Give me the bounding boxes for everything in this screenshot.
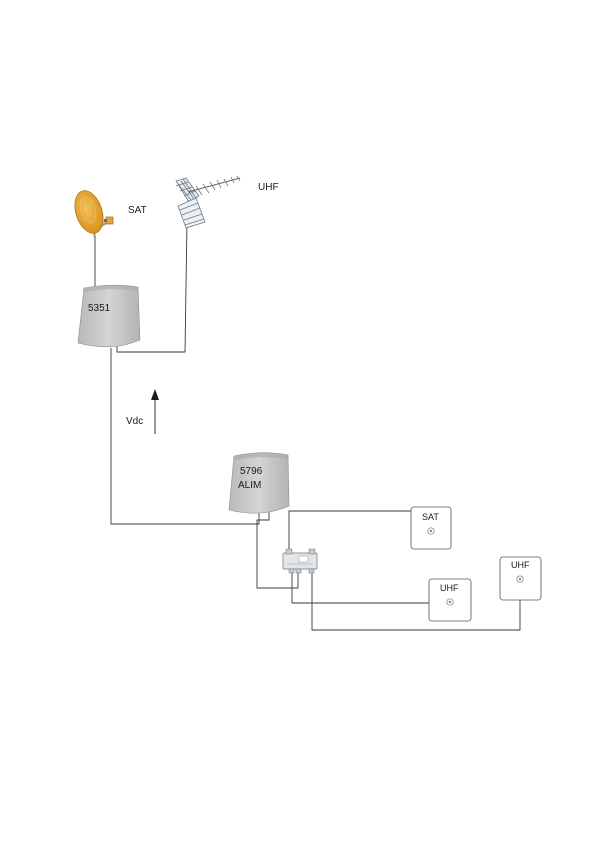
amplifier-model-label: 5351 (88, 303, 111, 314)
splitter-icon (282, 548, 318, 574)
wire-psu-to-splitter (256, 512, 299, 589)
uhf-antenna-label: UHF (258, 182, 279, 193)
uhf-antenna-icon (175, 175, 241, 229)
vdc-label: Vdc (126, 416, 143, 427)
wire-splitter-to-sat-outlet (288, 510, 412, 552)
wire-splitter-to-uhf-outlet-1 (291, 572, 429, 604)
wire-amp-to-psu (110, 348, 260, 525)
uhf-outlet-2 (499, 556, 542, 601)
sat-antenna-label: SAT (128, 205, 147, 216)
uhf-outlet-1 (428, 578, 472, 622)
coax-socket-icon (446, 598, 454, 606)
sat-outlet-label: SAT (422, 512, 439, 522)
psu-sub-label: ALIM (238, 480, 261, 491)
psu-model-label: 5796 (240, 466, 263, 477)
power-supply-5796 (228, 452, 290, 514)
amplifier-5351 (77, 284, 141, 348)
coax-socket-icon (516, 575, 524, 583)
wire-uhf-to-amp (116, 221, 188, 353)
uhf-outlet-1-label: UHF (440, 583, 459, 593)
uhf-outlet-2-label: UHF (511, 560, 530, 570)
cabling (94, 221, 521, 631)
satellite-dish-icon (74, 190, 114, 239)
wire-splitter-to-uhf-outlet-2 (311, 572, 521, 631)
sat-outlet (410, 506, 452, 550)
coax-socket-icon (427, 527, 435, 535)
vdc-arrow-icon (151, 389, 159, 434)
